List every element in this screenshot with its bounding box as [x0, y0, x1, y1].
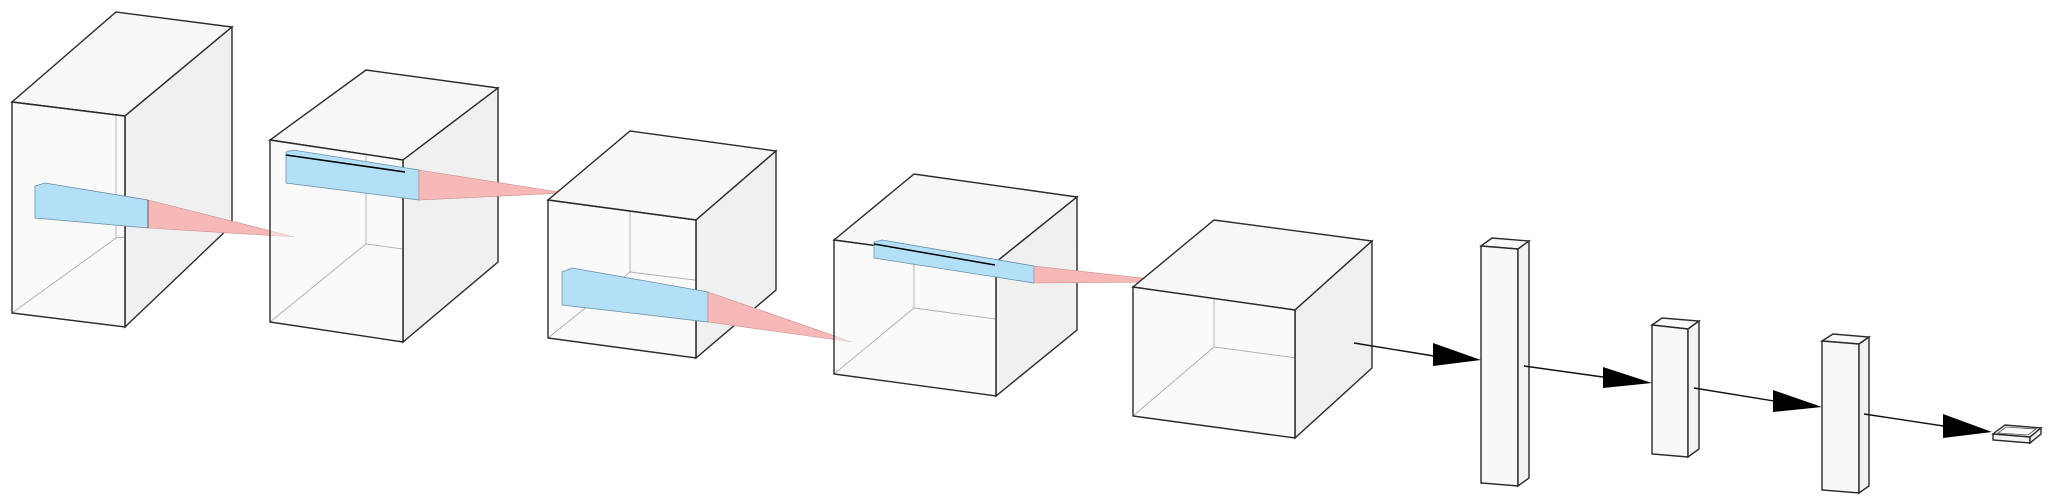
arrow-head-icon: [1603, 367, 1652, 388]
connection-4: [1863, 413, 1992, 438]
dense-layer-3: [1819, 333, 1871, 495]
conv-volume-4: [832, 173, 1178, 398]
connection-3: [1693, 387, 1822, 412]
receptive-cone-4: [1033, 265, 1178, 284]
conv-volume-5: [1131, 219, 1374, 440]
connection-2: [1523, 365, 1652, 388]
output-layer: [1991, 424, 2043, 445]
conv-volume-3: [546, 130, 853, 360]
receptive-cone-2: [418, 169, 566, 201]
arrow-head-icon: [1773, 390, 1822, 412]
arrow-head-icon: [1943, 414, 1992, 438]
dense-layer-2: [1650, 317, 1701, 459]
conv-volume-1: [10, 11, 296, 329]
conv-volume-2: [268, 69, 566, 344]
arrow-head-icon: [1433, 343, 1481, 366]
connection-1: [1353, 342, 1481, 366]
dense-layer-1: [1479, 237, 1531, 488]
receptive-cone-3: [707, 291, 853, 343]
